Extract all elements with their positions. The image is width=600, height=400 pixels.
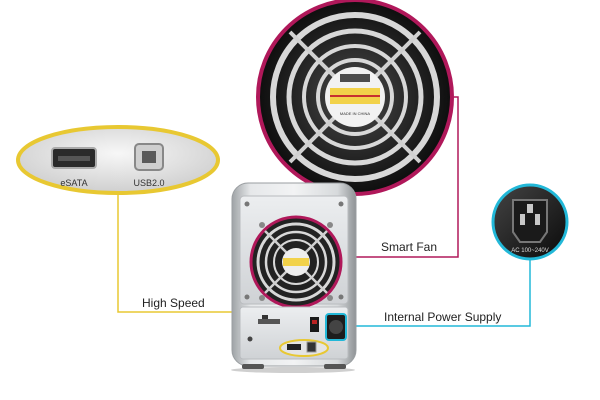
smart-fan-line: [352, 96, 459, 258]
small-fan: [249, 215, 343, 309]
rear-usb: [306, 341, 317, 353]
power-rating-label: AC 100~240V: [511, 248, 549, 254]
high-speed-label: High Speed: [142, 296, 205, 310]
esata-label: eSATA: [60, 178, 87, 188]
power-switch: [310, 317, 319, 332]
rear-esata: [287, 344, 301, 350]
power-supply-label: Internal Power Supply: [384, 310, 501, 324]
ports-callout: [16, 125, 220, 195]
smart-fan-label: Smart Fan: [381, 240, 437, 254]
iec-socket: [512, 199, 548, 243]
enclosure: [231, 182, 357, 373]
power-line: [350, 258, 531, 327]
raid-switch: [258, 319, 280, 324]
fan-callout: MADE IN CHINA: [256, 0, 454, 196]
kensington-slot: [247, 336, 253, 342]
usb-label: USB2.0: [133, 178, 164, 188]
power-callout: [491, 183, 569, 261]
fan-sticker-text: MADE IN CHINA: [340, 111, 371, 116]
